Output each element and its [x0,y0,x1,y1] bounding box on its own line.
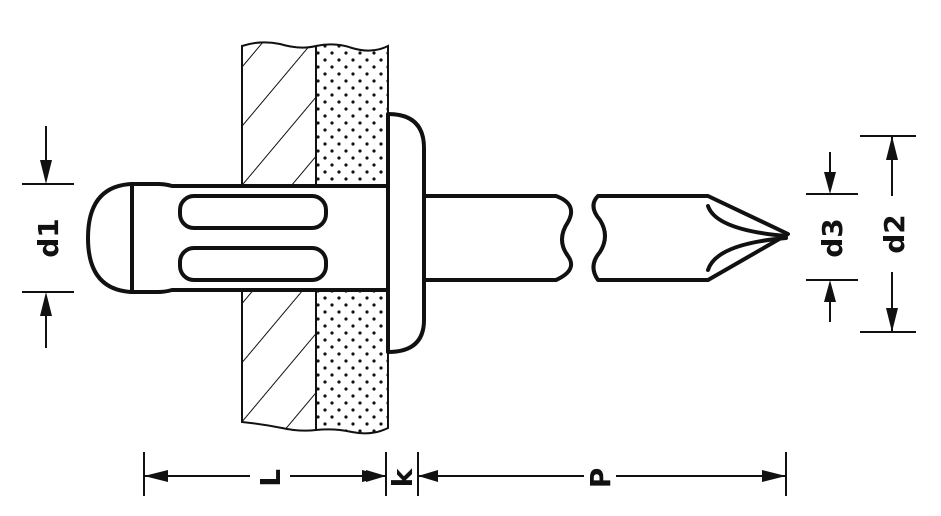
hatched-plate-bottom [241,292,317,432]
dimension-bottom [143,452,787,496]
mandrel-tip-curve [706,204,788,272]
rivet-head [386,112,426,354]
dimension-d2 [860,135,916,333]
mandrel-shank-right [591,194,790,282]
label-k: k [386,467,419,487]
dimension-d1 [22,126,74,348]
label-d1: d1 [32,218,65,258]
rivet-slot-lower [178,246,328,282]
label-d2: d2 [878,214,911,254]
dotted-plate-top [315,43,389,187]
hatched-plate-top [241,41,317,187]
mandrel-shank-left [422,194,573,282]
label-P: P [584,468,617,489]
dotted-plate-bottom [315,292,389,435]
rivet-slot-upper [178,194,328,230]
label-d3: d3 [816,218,849,258]
rivet-body [86,182,390,294]
label-L: L [254,469,287,487]
dimension-d3 [806,152,858,322]
